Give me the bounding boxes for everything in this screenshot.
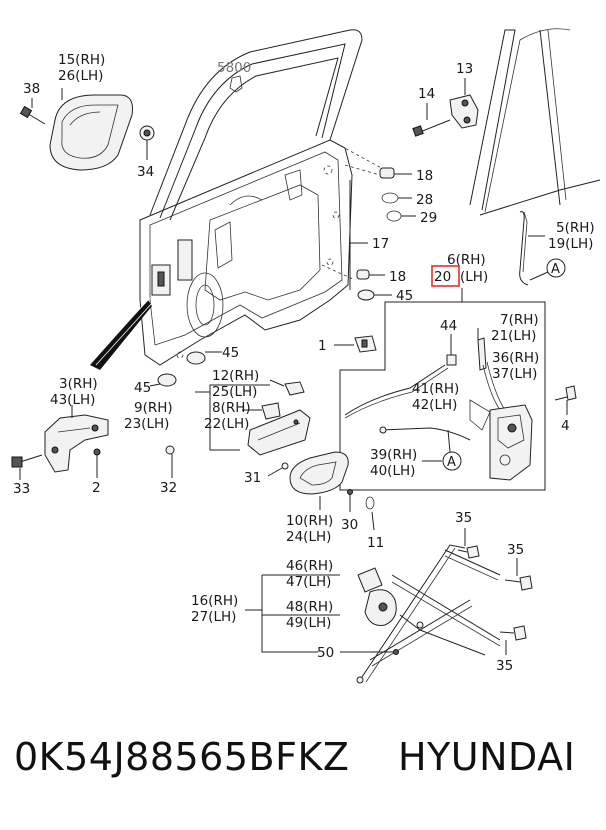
callout-41: 41(RH) [412, 381, 459, 397]
callout-26: 26(LH) [58, 68, 103, 84]
callout-48: 48(RH) [286, 599, 333, 615]
callout-A-upper: A [551, 262, 560, 277]
callout-44: 44 [440, 318, 457, 334]
callout-7: 7(RH) [500, 312, 539, 328]
callout-45-b: 45 [222, 345, 239, 361]
callout-2: 2 [92, 480, 101, 496]
callout-12: 12(RH) [212, 368, 259, 384]
part-number-text: 0K54J88565BFKZ [14, 735, 350, 779]
callout-10: 10(RH) [286, 513, 333, 529]
callout-29: 29 [420, 210, 437, 226]
outside-handle-part-15 [19, 88, 155, 171]
callout-36: 36(RH) [492, 350, 539, 366]
callout-A-lower: A [447, 455, 456, 470]
callout-5800: 5800 [217, 60, 251, 76]
door-check-3-43 [11, 405, 109, 480]
callout-labels: 15(RH) 26(LH) 38 34 5800 13 14 18 28 29 … [13, 52, 595, 674]
callout-23: 23(LH) [124, 416, 169, 432]
callout-50: 50 [317, 645, 334, 661]
callout-3: 3(RH) [59, 376, 98, 392]
rod-5-19 [519, 211, 566, 286]
callout-17: 17 [372, 236, 389, 252]
callout-46: 46(RH) [286, 558, 333, 574]
callout-22: 22(LH) [204, 416, 249, 432]
footer-caption: 0K54J88565BFKZ HYUNDAI [0, 735, 606, 805]
brand-name-text: HYUNDAI [398, 735, 576, 779]
small-parts-18-28-29 [349, 167, 416, 301]
inner-handle-10-24 [267, 451, 375, 531]
callout-25: 25(LH) [212, 384, 257, 400]
callout-33: 33 [13, 481, 30, 497]
callout-20: 20 [434, 269, 451, 285]
door-shell [90, 29, 386, 370]
callout-9: 9(RH) [134, 400, 173, 416]
callout-34: 34 [137, 164, 154, 180]
callout-28: 28 [416, 192, 433, 208]
callout-39: 39(RH) [370, 447, 417, 463]
callout-18-lower: 18 [389, 269, 406, 285]
callout-27: 27(LH) [191, 609, 236, 625]
callout-20-highlight-box [431, 265, 460, 287]
part-32 [165, 445, 175, 478]
callout-1: 1 [318, 338, 327, 354]
callout-49: 49(LH) [286, 615, 331, 631]
callout-30: 30 [341, 517, 358, 533]
callout-38: 38 [23, 81, 40, 97]
callout-35-c: 35 [496, 658, 513, 674]
callout-45-c: 45 [134, 380, 151, 396]
body-pillar [469, 28, 601, 216]
callout-4: 4 [561, 418, 570, 434]
callout-47: 47(LH) [286, 574, 331, 590]
callout-35-b: 35 [507, 542, 524, 558]
callout-8: 8(RH) [212, 400, 251, 416]
exploded-parts-diagram: 15(RH) 26(LH) 38 34 5800 13 14 18 28 29 … [11, 28, 601, 684]
callout-32: 32 [160, 480, 177, 496]
callout-6: 6(RH) [447, 252, 486, 268]
callout-20-lh: (LH) [460, 269, 488, 285]
window-regulator [245, 528, 533, 684]
callout-45-a: 45 [396, 288, 413, 304]
callout-14: 14 [418, 86, 435, 102]
callout-19: 19(LH) [548, 236, 593, 252]
callout-31: 31 [244, 470, 261, 486]
callout-37: 37(LH) [492, 366, 537, 382]
callout-16: 16(RH) [191, 593, 238, 609]
callout-5: 5(RH) [556, 220, 595, 236]
part-5800 [229, 75, 243, 93]
callout-42: 42(LH) [412, 397, 457, 413]
callout-40: 40(LH) [370, 463, 415, 479]
part-1-clip [149, 335, 377, 387]
callout-24: 24(LH) [286, 529, 331, 545]
callout-43: 43(LH) [50, 392, 95, 408]
hinge-13-bolt-14 [412, 78, 479, 137]
callout-35-a: 35 [455, 510, 472, 526]
callout-21: 21(LH) [491, 328, 536, 344]
callout-13: 13 [456, 61, 473, 77]
callout-18-upper: 18 [416, 168, 433, 184]
lock-assembly-group [339, 288, 577, 491]
callout-11: 11 [367, 535, 384, 551]
callout-15: 15(RH) [58, 52, 105, 68]
inside-handle-group [195, 379, 311, 456]
